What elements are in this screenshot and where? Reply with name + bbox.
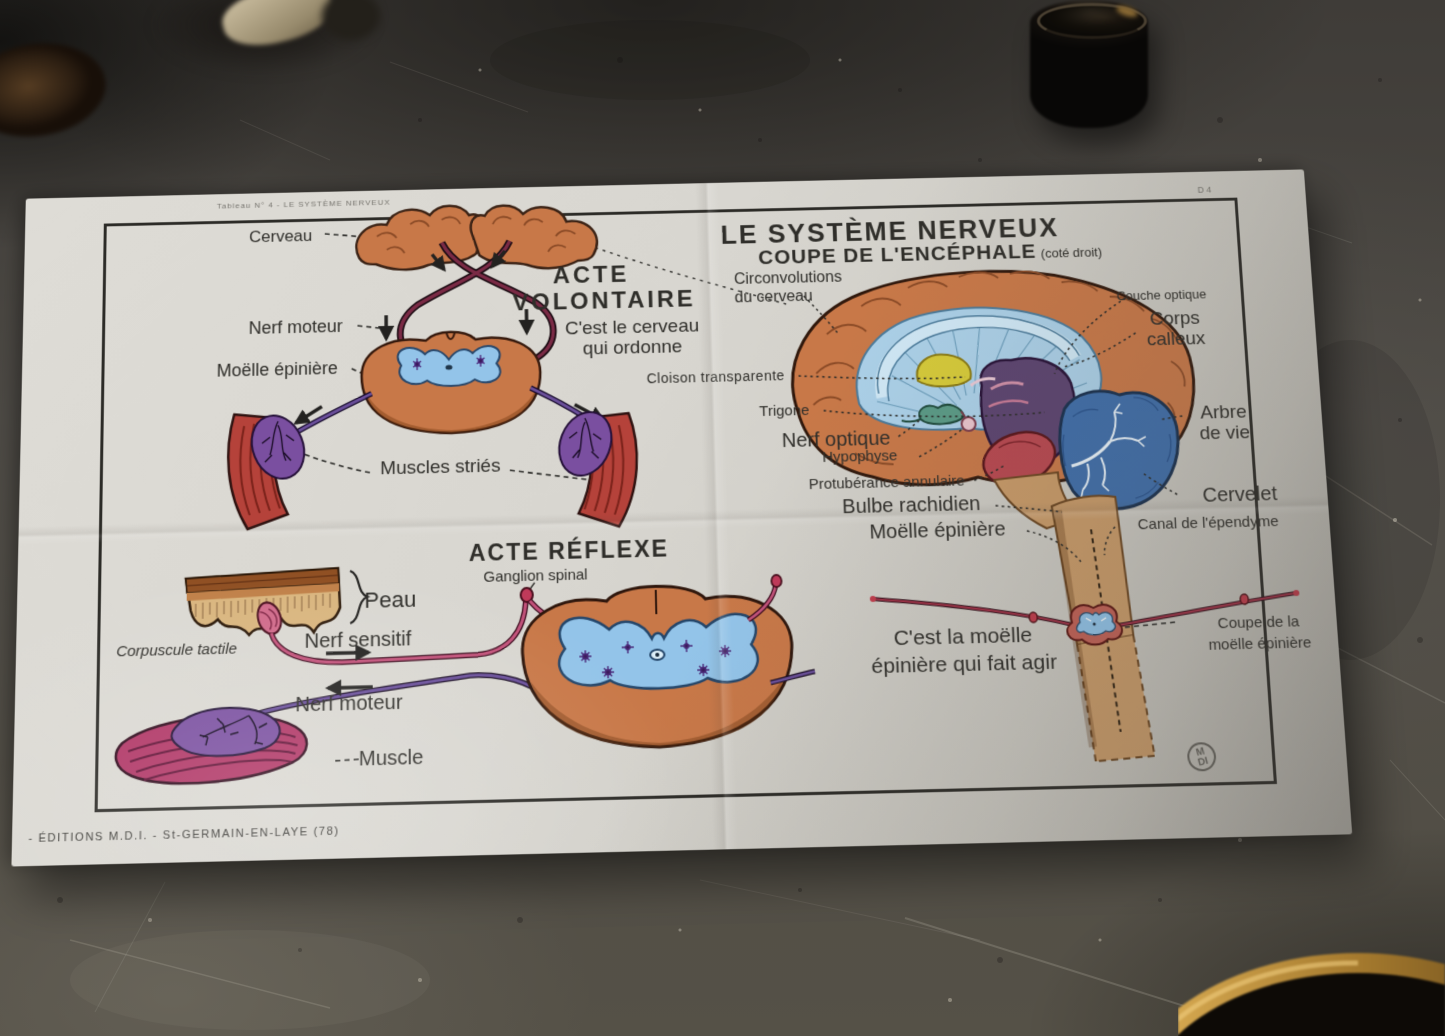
brain-top-drawing <box>356 203 597 273</box>
label-bulbe-rachidien: Bulbe rachidien <box>841 493 981 519</box>
tactile-corpuscle-drawing <box>254 599 285 637</box>
striated-muscle-left-drawing <box>228 407 314 530</box>
label-circonvolutions: Circonvolutions du cerveau <box>734 268 843 307</box>
label-muscle: Muscle <box>358 746 424 771</box>
caption-moelle-fait-agir: C'est la moëlle épinière qui fait agir <box>834 620 1095 681</box>
thalamus-brainstem <box>979 357 1078 467</box>
label-ganglion-spinal: Ganglion spinal <box>483 566 588 586</box>
leader-lines-right <box>796 287 1196 635</box>
cerebellum-drawing <box>1057 389 1182 509</box>
caption-cerveau-ordonne: C'est le cerveau qui ordonne <box>555 316 709 360</box>
label-coupe-moelle: Coupe de la moëlle épinière <box>1175 610 1345 657</box>
label-nerf-moteur-reflexe: Nerf moteur <box>295 691 403 717</box>
coupe-line2: moëlle épinière <box>1207 634 1312 654</box>
label-moelle-epiniere-gauche: Moëlle épinière <box>216 358 338 381</box>
heading-acte-reflexe: ACTE RÉFLEXE <box>468 535 670 567</box>
dark-cup-rim <box>1037 3 1147 39</box>
margin-top-right-text: D 4 <box>1197 184 1212 195</box>
septum-yellow <box>916 354 971 387</box>
label-couche-optique: Couche optique <box>1116 286 1207 304</box>
hypophyse-drawing <box>961 417 976 431</box>
pons-drawing <box>976 423 1063 494</box>
label-moelle-epiniere-droite: Moëlle épinière <box>869 518 1007 544</box>
caption-cerveau-line2: qui ordonne <box>582 336 683 360</box>
label-nerf-moteur: Nerf moteur <box>248 316 343 338</box>
label-cerveau: Cerveau <box>249 226 313 247</box>
anatomy-poster: Tableau N° 4 - LE SYSTÈME NERVEUX D 4 Ce… <box>11 169 1352 866</box>
heading-acte-volontaire: ACTE VOLONTAIRE <box>512 260 697 317</box>
striated-muscle-right-drawing <box>549 403 638 528</box>
brass-bowl <box>1178 948 1445 1036</box>
optic-chiasm <box>919 404 965 424</box>
label-nerf-sensitif: Nerf sensitif <box>304 628 412 653</box>
corps-calleux-line1: Corps <box>1149 308 1201 330</box>
arbre-line1: Arbre <box>1199 401 1248 424</box>
label-hypophyse: Hypophyse <box>822 447 898 466</box>
ganglion-knob <box>521 588 533 602</box>
leader-lines-left <box>304 223 802 761</box>
sensory-nerve-path <box>271 587 566 664</box>
label-corps-calleux: Corps calleux <box>1112 307 1238 351</box>
subtitle-note: (coté droit) <box>1040 244 1103 261</box>
spinal-cord-cross-section-large <box>521 574 817 750</box>
label-trigone: Trigone <box>759 402 810 420</box>
label-muscles-stries: Muscles striés <box>380 455 501 480</box>
poster-artwork <box>11 169 1352 866</box>
corps-calleux-line2: calleux <box>1146 328 1206 351</box>
caption-cerveau-line1: C'est le cerveau <box>564 315 700 340</box>
label-arbre-de-vie: Arbre de vie <box>1166 401 1283 445</box>
spinal-cord-segment-drawing <box>278 329 603 444</box>
circonvolutions-line2: du cerveau <box>734 288 813 307</box>
label-cervelet: Cervelet <box>1201 483 1278 507</box>
spinal-cord-cross-section-small <box>870 586 1303 650</box>
spinal-column-band <box>994 470 1155 763</box>
circonvolutions-line1: Circonvolutions <box>733 269 843 288</box>
wooden-knob <box>322 0 380 40</box>
muscle-drawing <box>115 706 306 785</box>
arbre-line2: de vie <box>1198 422 1251 445</box>
heading-acte-volontaire-line1: ACTE <box>552 261 630 290</box>
label-peau: Peau <box>364 586 417 613</box>
heading-acte-volontaire-line2: VOLONTAIRE <box>512 285 697 317</box>
